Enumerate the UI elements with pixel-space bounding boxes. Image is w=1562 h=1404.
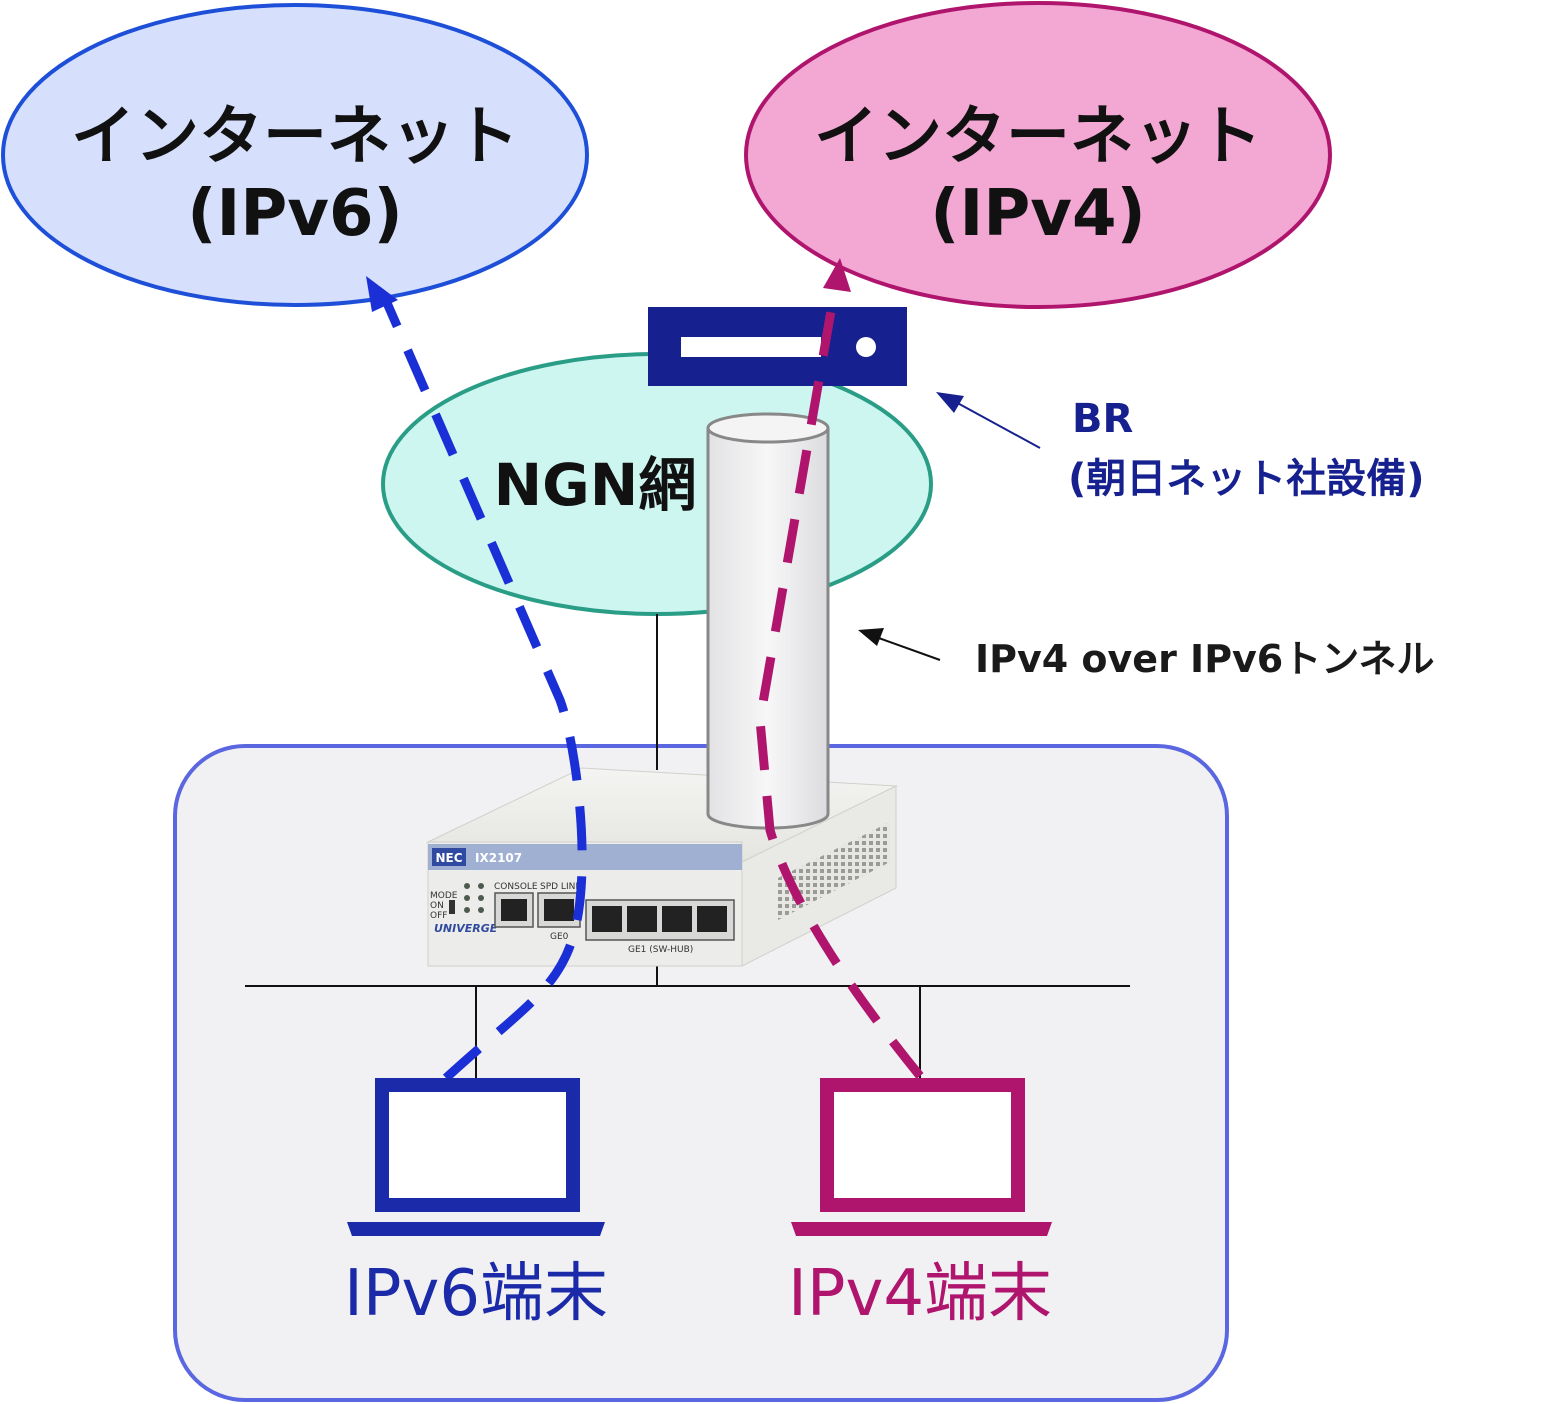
- router-on-label: ON: [430, 901, 444, 911]
- ipv6-terminal-label: IPv6端末: [344, 1257, 608, 1331]
- tunnel-callout-arrow: [858, 628, 941, 661]
- internet-ipv4-label: インターネット: [814, 100, 1262, 174]
- router-brand: NEC: [435, 851, 462, 865]
- br-callout-arrow: [936, 392, 1041, 449]
- router-device: NEC IX2107 UNIVERGE MODE ON OFF CONSOLE …: [426, 767, 898, 967]
- internet-ipv6-cloud: [1, 3, 589, 307]
- ipv4-terminal-laptop-icon: [791, 1078, 1052, 1236]
- router-series: UNIVERGE: [434, 922, 498, 935]
- router-off-label: OFF: [430, 911, 447, 921]
- ipv4-terminal-label: IPv4端末: [788, 1257, 1052, 1331]
- router-mode-label: MODE: [430, 891, 458, 901]
- br-device: [648, 307, 907, 386]
- br-owner-label: (朝日ネット社設備): [1068, 456, 1425, 502]
- router-console-label: CONSOLE: [494, 882, 538, 892]
- internet-ipv4-cloud: [744, 1, 1332, 309]
- router-ge0-label: GE0: [550, 932, 569, 942]
- tunnel-label: IPv4 over IPv6トンネル: [975, 637, 1435, 681]
- ipv4-traffic-path: [755, 258, 924, 1079]
- internet-ipv6-protocol: (IPv6): [187, 177, 402, 251]
- router-ge0-spd-label: SPD LINK: [540, 882, 582, 892]
- internet-ipv6-label: インターネット: [71, 100, 519, 174]
- router-model: IX2107: [475, 851, 522, 865]
- ipv6-terminal-laptop-icon: [347, 1078, 605, 1236]
- br-label: BR: [1072, 396, 1133, 442]
- ipv6-traffic-path: [366, 276, 587, 1082]
- tunnel-cylinder: [706, 412, 830, 830]
- router-ge1-label: GE1 (SW-HUB): [628, 945, 693, 955]
- internet-ipv4-protocol: (IPv4): [930, 177, 1145, 251]
- ngn-network-label: NGN網: [494, 451, 697, 519]
